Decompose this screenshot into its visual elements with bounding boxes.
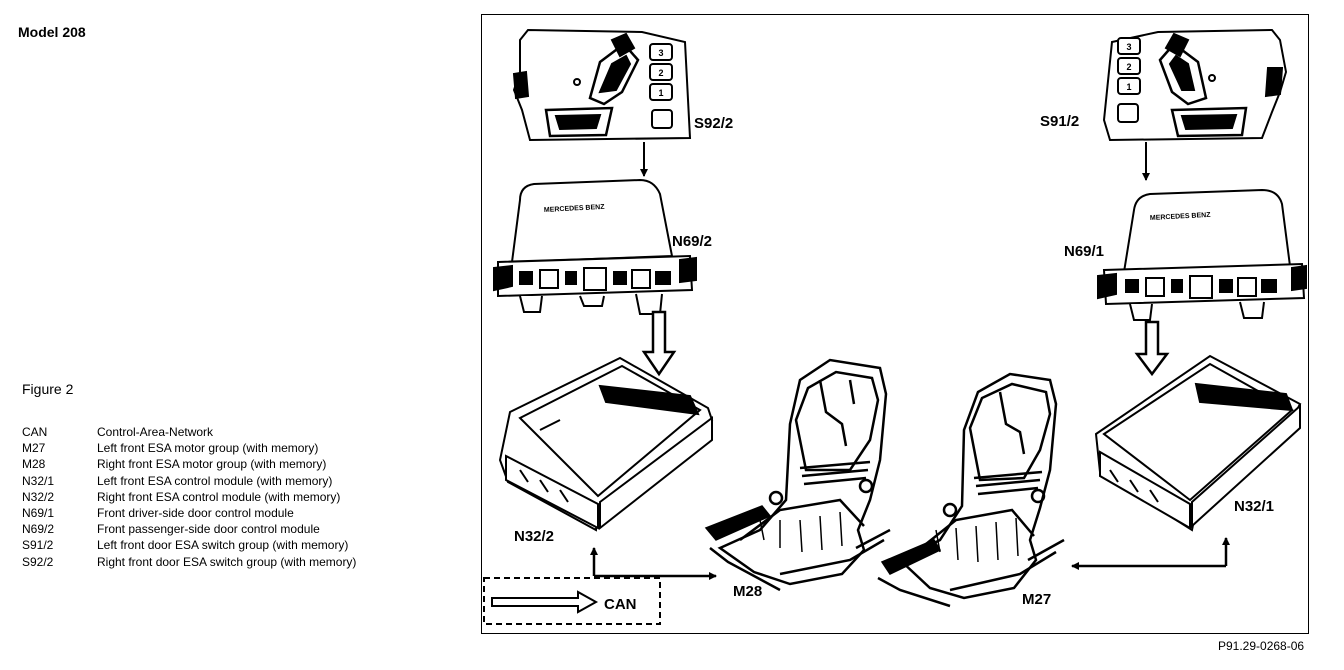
seat-control-module-n32-2 [498,356,714,532]
legend-desc: Right front door ESA switch group (with … [97,554,357,569]
label-m28: M28 [733,583,762,600]
seat-motor-group-m28 [704,358,891,592]
label-n69-1: N69/1 [1064,243,1104,260]
reference-code: P91.29-0268-06 [1218,639,1305,653]
legend-desc: Control-Area-Network [97,425,214,439]
legend-row: CAN Control-Area-Network [22,424,356,440]
memory-button-1: 1 [1126,82,1131,92]
legend-desc: Left front door ESA switch group (with m… [97,538,349,553]
legend-row: N69/2 Front passenger-side door control m… [22,521,356,537]
legend-row: M27 Left front ESA motor group (with memo… [22,440,356,456]
can-legend-box [483,577,661,625]
label-m27: M27 [1022,591,1051,608]
memory-button-2: 2 [658,68,663,78]
thick-arrow [1134,320,1170,377]
legend-code: S91/2 [22,538,54,553]
legend-code: M28 [22,457,46,472]
door-control-module-n69-1 [1097,188,1307,321]
memory-button-2: 2 [1126,62,1131,72]
legend-row: N32/1 Left front ESA control module (with… [22,473,356,489]
label-can: CAN [604,596,637,613]
brand-label: MERCEDES BENZ [544,204,606,214]
legend-desc: Left front ESA control module (with memo… [97,473,333,488]
legend-code: S92/2 [22,554,54,569]
seat-control-module-n32-1 [1094,354,1302,532]
label-s91-2: S91/2 [1040,113,1079,130]
legend-code: N32/1 [22,473,55,488]
legend-desc: Front passenger-side door control module [97,522,320,537]
memory-button-3: 3 [1126,42,1131,52]
legend-code: M27 [22,441,46,456]
memory-button-1: 1 [658,88,663,98]
seat-motor-group-m27 [877,372,1065,608]
legend-code: N32/2 [22,489,55,504]
model-title: Model 208 [18,24,86,40]
label-n32-2: N32/2 [514,528,554,545]
can-arrow-icon [491,590,599,614]
legend-desc: Right front ESA motor group (with memory… [97,457,327,472]
legend-row: S91/2 Left front door ESA switch group (w… [22,537,356,553]
switch-group-s91-2 [1102,28,1288,142]
legend-row: M28 Right front ESA motor group (with mem… [22,456,356,472]
legend-code: N69/2 [22,522,55,537]
legend-code: N69/1 [22,506,55,521]
legend-row: S92/2 Right front door ESA switch group (… [22,554,356,570]
legend-desc: Front driver-side door control module [97,506,294,521]
label-n69-2: N69/2 [672,233,712,250]
legend-code: CAN [22,425,48,439]
switch-buttons-s91-2: 3 2 1 [1126,42,1131,92]
legend-row: N32/2 Right front ESA control module (wit… [22,489,356,505]
door-control-module-n69-2 [493,178,697,315]
legend-row: N69/1 Front driver-side door control modu… [22,505,356,521]
label-s92-2: S92/2 [694,115,733,132]
memory-button-3: 3 [658,48,663,58]
switch-group-s92-2 [512,28,692,142]
thick-arrow [641,310,677,377]
legend-desc: Right front ESA control module (with mem… [97,489,341,504]
label-n32-1: N32/1 [1234,498,1274,515]
diagram-frame [481,14,1309,634]
switch-buttons-s92-2: 3 2 1 [658,48,663,98]
legend-desc: Left front ESA motor group (with memory) [97,441,319,456]
figure-title: Figure 2 [22,381,74,397]
brand-label: MERCEDES BENZ [1150,212,1212,222]
